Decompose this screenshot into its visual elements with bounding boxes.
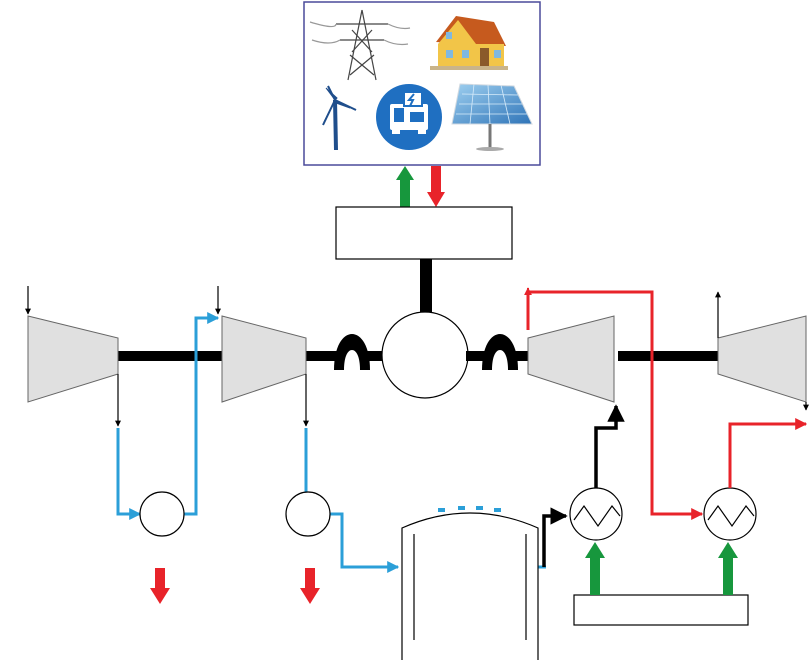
heater-1 xyxy=(569,487,623,541)
intercooler-2 xyxy=(285,491,331,537)
motor-generator xyxy=(381,311,469,399)
compressor-2 xyxy=(221,315,307,403)
heat-source-box xyxy=(573,594,749,626)
heat-input-arrow-2 xyxy=(718,542,738,595)
power-import-arrow xyxy=(427,166,445,207)
transmission-tower-icon xyxy=(309,9,411,81)
heat-rejection-arrow-2 xyxy=(300,568,320,604)
tank-discharge-line xyxy=(542,507,568,567)
turbine-1 xyxy=(527,315,615,403)
heat-input-arrow-1 xyxy=(585,542,605,595)
heater-2 xyxy=(703,487,757,541)
turbine-2 xyxy=(717,315,807,403)
turbine-1-supply-line xyxy=(594,404,625,488)
solar-panel-icon xyxy=(451,83,533,151)
generator-shaft xyxy=(420,259,432,315)
grid-panel xyxy=(303,1,541,166)
wind-turbine-icon xyxy=(322,85,357,151)
clutch-left xyxy=(334,334,370,370)
power-converter-box xyxy=(335,206,513,260)
hot-exhaust-stream xyxy=(526,290,808,520)
compressor-1 xyxy=(27,315,119,403)
heat-rejection-arrow-1 xyxy=(150,568,170,604)
clutch-right xyxy=(482,334,518,370)
house-icon xyxy=(430,16,508,70)
generator-icon xyxy=(376,84,442,150)
storage-tank xyxy=(401,506,539,660)
cold-air-stream xyxy=(116,312,546,573)
intercooler-1 xyxy=(139,491,185,537)
power-export-arrow xyxy=(396,166,414,208)
